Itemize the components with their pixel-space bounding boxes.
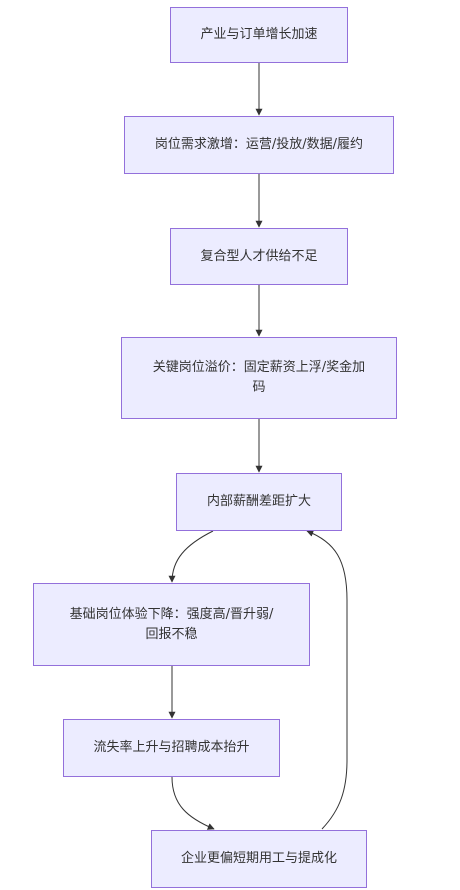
- edge-n8-n5: [306, 530, 348, 830]
- node-attrition-hiring-cost-label: 流失率上升与招聘成本抬升: [93, 740, 250, 755]
- node-order-growth: 产业与订单增长加速: [170, 7, 348, 63]
- node-talent-shortage: 复合型人才供给不足: [170, 228, 348, 285]
- node-basic-role-experience-label: 基础岗位体验下降：强度高/晋升弱/回报不稳: [69, 606, 274, 642]
- node-short-term-employment: 企业更偏短期用工与提成化: [151, 830, 367, 888]
- node-key-role-premium-label: 关键岗位溢价：固定薪资上浮/奖金加码: [152, 360, 366, 395]
- node-talent-shortage-label: 复合型人才供给不足: [200, 248, 318, 264]
- node-attrition-hiring-cost: 流失率上升与招聘成本抬升: [63, 719, 280, 777]
- edge-n7-n8: [171, 776, 215, 830]
- node-order-growth-label: 产业与订单增长加速: [200, 27, 318, 42]
- node-key-role-premium: 关键岗位溢价：固定薪资上浮/奖金加码: [121, 337, 397, 419]
- node-job-demand-surge: 岗位需求激增：运营/投放/数据/履约: [124, 116, 394, 174]
- node-pay-gap-label: 内部薪酬差距扩大: [206, 494, 311, 509]
- node-short-term-employment-label: 企业更偏短期用工与提成化: [180, 851, 337, 866]
- node-job-demand-surge-label: 岗位需求激增：运营/投放/数据/履约: [154, 137, 364, 152]
- edge-n5-n6: [168, 530, 214, 583]
- node-pay-gap: 内部薪酬差距扩大: [176, 473, 342, 531]
- node-basic-role-experience: 基础岗位体验下降：强度高/晋升弱/回报不稳: [33, 583, 310, 666]
